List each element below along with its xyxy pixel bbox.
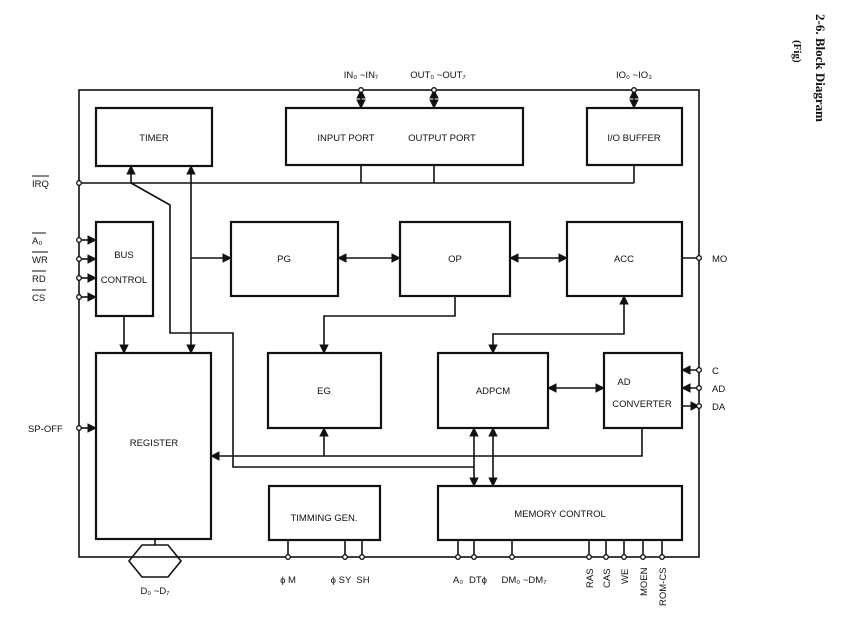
timing-gen-block: [267, 484, 382, 542]
timer-label: TIMER: [139, 133, 169, 144]
pin-label-dm: DM₀ ~DM₇: [502, 575, 547, 586]
data-bus-label: D₀ ~D₇: [140, 586, 169, 597]
chip-outline: [78, 89, 700, 558]
adpcm-label: ADPCM: [476, 386, 510, 397]
pin-label-a0-left: A₀: [32, 236, 42, 247]
page-heading-group: 2-6. Block Diagram: [813, 14, 828, 122]
pg-label: PG: [277, 254, 291, 265]
pin-label-a0-bottom: A₀: [453, 575, 463, 586]
memory-control-block: [436, 484, 684, 542]
pin-label-dt-phi: DTϕ: [469, 575, 487, 586]
timing-gen-label: TIMMING GEN.: [290, 513, 357, 524]
io-port-block: [284, 106, 525, 167]
pin-label-sp-off: SP-OFF: [28, 424, 63, 435]
pin-label-c: C: [712, 366, 719, 377]
pin-label-da: DA: [712, 402, 726, 413]
ad-converter-block: [602, 351, 684, 430]
pin-label-wr: WR: [32, 255, 48, 266]
timer-block: [94, 106, 214, 168]
pin-label-rom-cs: ROM-CS: [658, 567, 669, 606]
pin-label-cs: CS: [32, 293, 45, 304]
acc-label: ACC: [614, 254, 634, 265]
page-subheading-group: (Fig): [791, 40, 803, 63]
bus-control-block: [94, 220, 155, 318]
op-label: OP: [448, 254, 462, 265]
page-subheading: (Fig): [791, 40, 803, 63]
register-block: [94, 351, 213, 541]
pin-label-ad: AD: [712, 384, 725, 395]
pin-label-in: IN₀ ~IN₇: [344, 70, 378, 81]
pin-label-phi-m: ϕ M: [280, 575, 296, 586]
pin-terminals: [76, 87, 702, 560]
page-heading: 2-6. Block Diagram: [813, 14, 828, 122]
pin-label-sh: SH: [356, 575, 369, 586]
pin-label-io: IO₀ ~IO₃: [616, 70, 652, 81]
ad-converter-label-1: AD: [617, 377, 630, 388]
output-port-label: OUTPUT PORT: [408, 133, 476, 144]
bus-control-label-2: CONTROL: [101, 275, 147, 286]
internal-wiring: [81, 89, 700, 557]
pin-label-irq: IRQ: [32, 179, 49, 190]
pin-label-out: OUT₀ ~OUT₇: [410, 70, 466, 81]
eg-label: EG: [317, 386, 331, 397]
ad-converter-label-2: CONVERTER: [612, 399, 672, 410]
memory-control-label: MEMORY CONTROL: [514, 509, 606, 520]
pin-label-moen: MOEN: [639, 567, 650, 596]
input-port-label: INPUT PORT: [317, 133, 374, 144]
pin-label-phi-sy: ϕ SY: [331, 575, 352, 586]
data-bus-connector: [127, 544, 183, 578]
bus-control-label-1: BUS: [114, 250, 134, 261]
pin-label-cas: CAS: [602, 568, 613, 588]
pin-label-mo: MO: [712, 254, 727, 265]
pin-label-we: WE: [620, 569, 631, 584]
register-label: REGISTER: [130, 438, 179, 449]
io-buffer-label: I/O BUFFER: [607, 133, 660, 144]
pin-label-rd: RD: [32, 274, 46, 285]
pin-label-ras: RAS: [585, 568, 596, 588]
